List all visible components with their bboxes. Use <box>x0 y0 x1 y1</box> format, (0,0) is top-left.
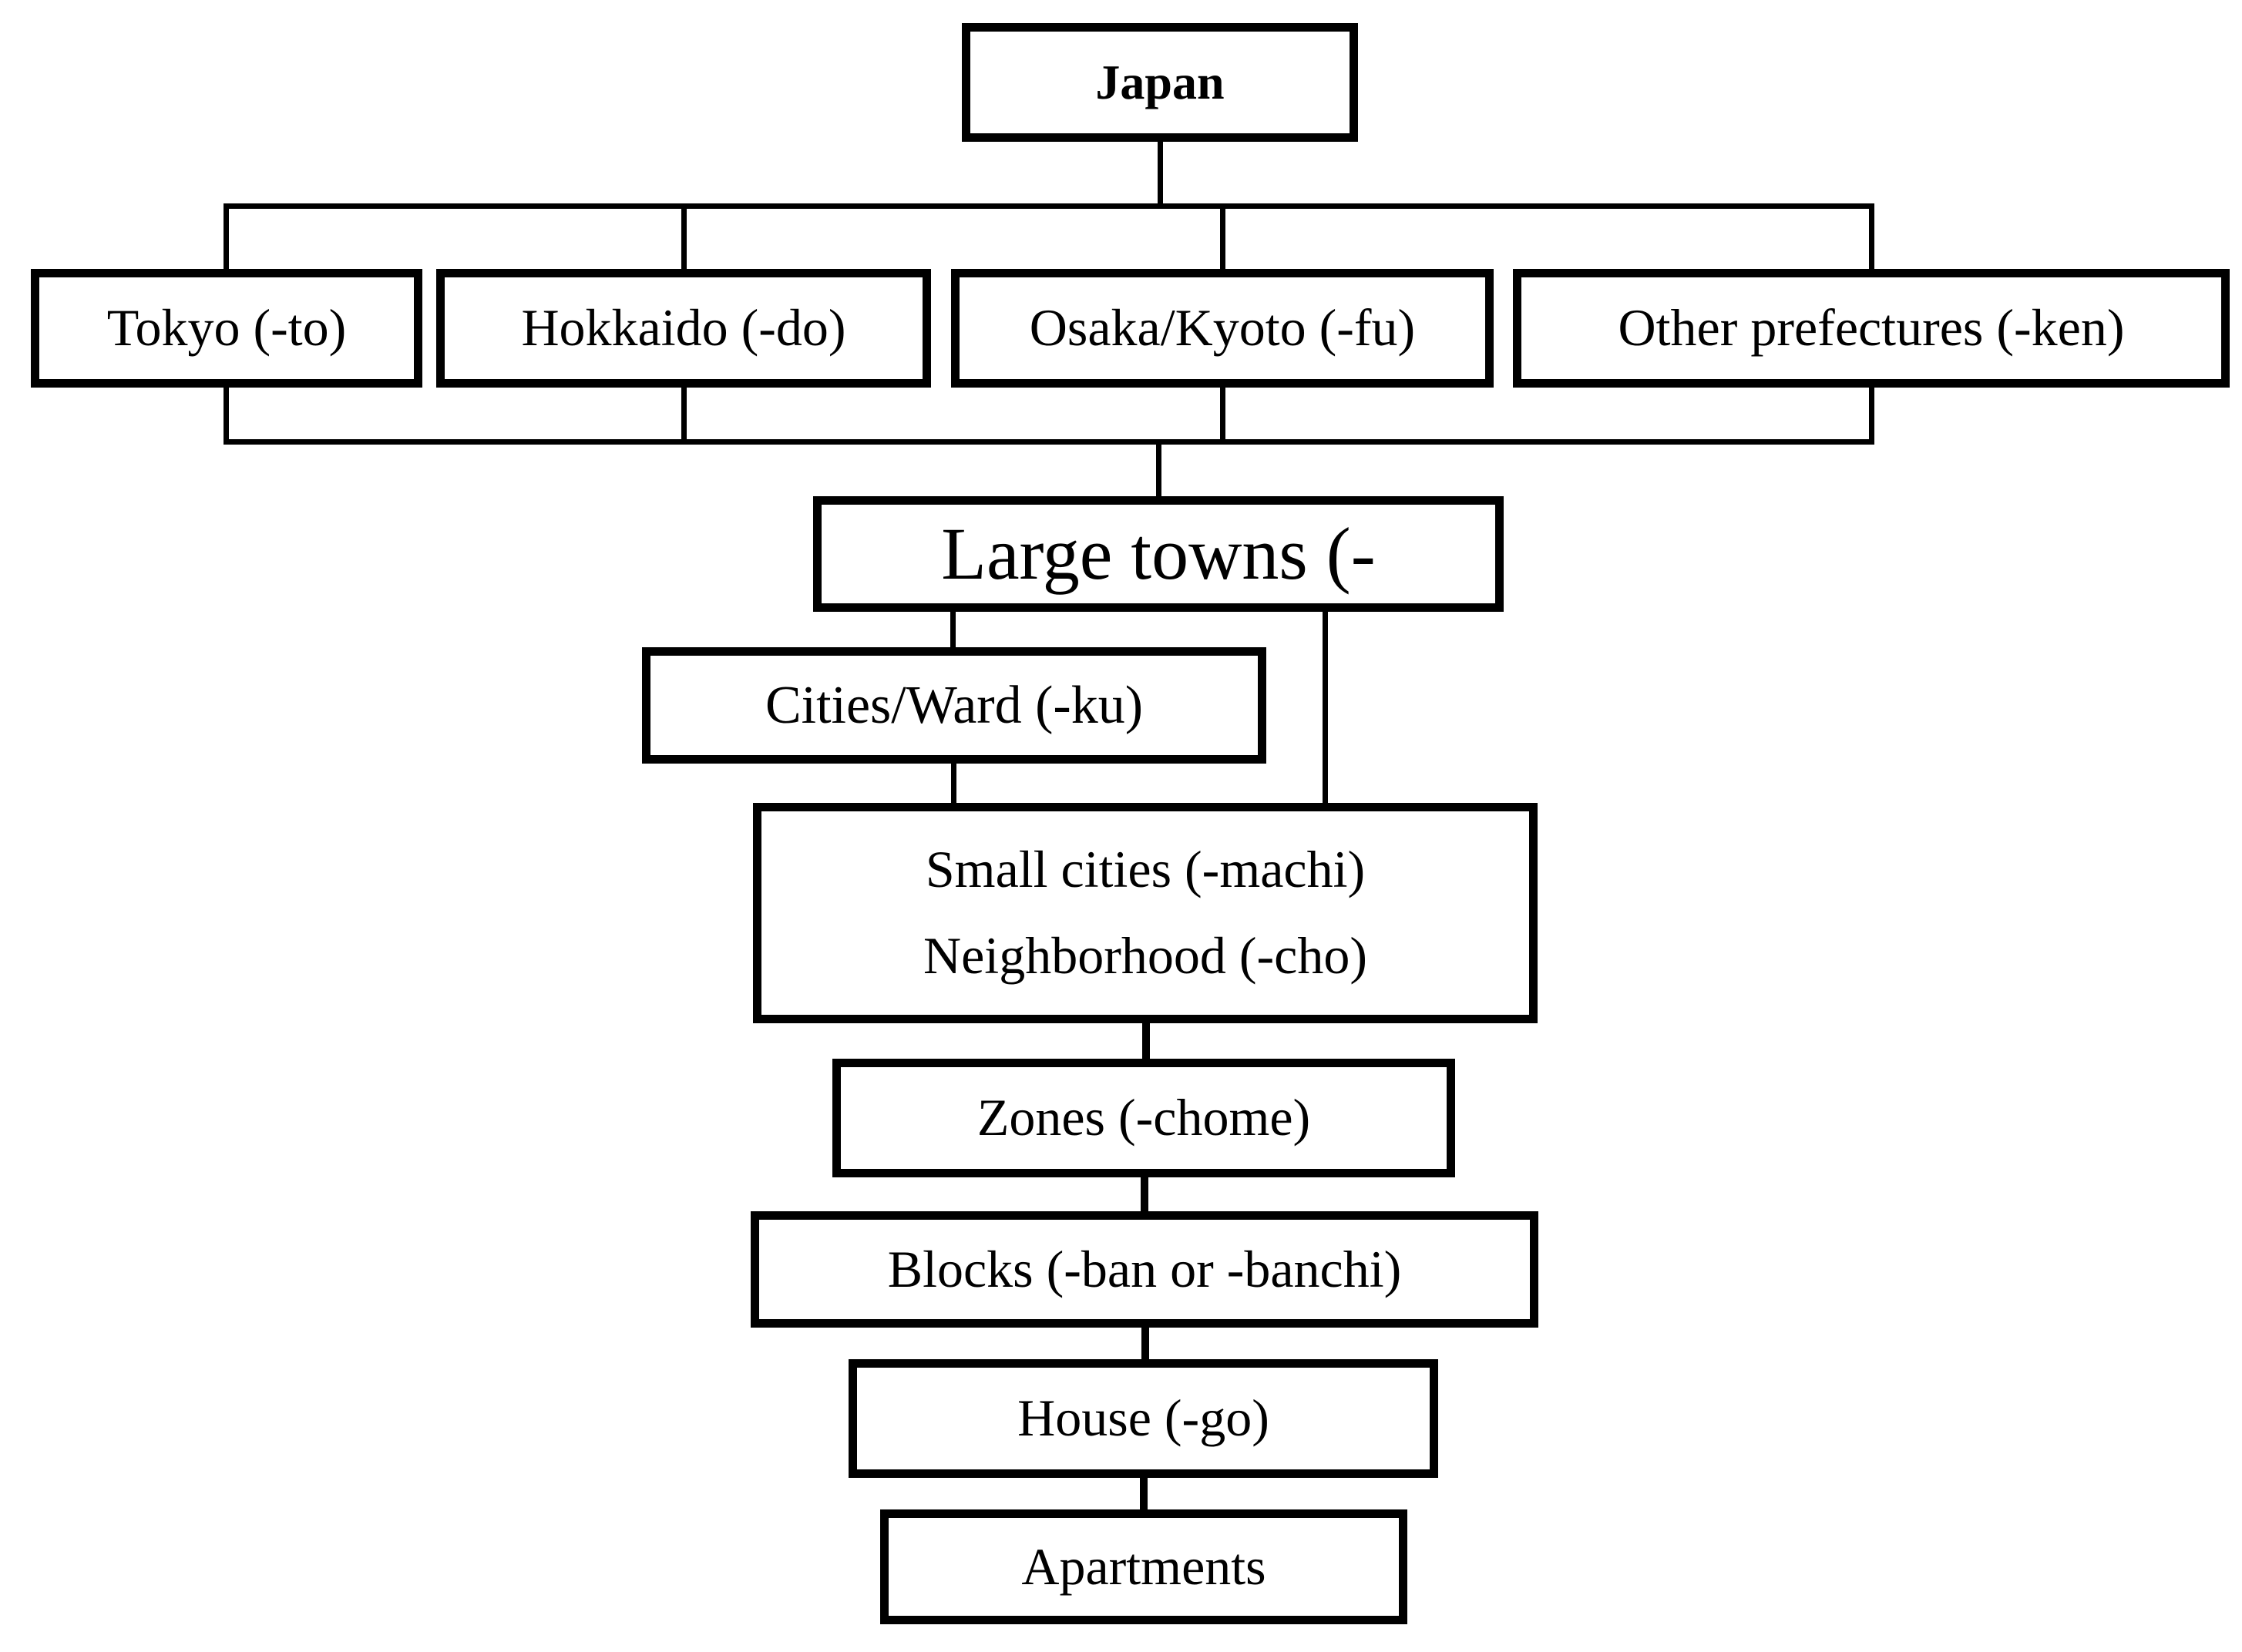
connector-tokyo-to-bottom-bus <box>224 384 229 444</box>
node-japan: Japan <box>962 23 1358 142</box>
connector-blocks-to-house <box>1141 1323 1149 1362</box>
node-hokkaido-label: Hokkaido (-do) <box>521 298 846 358</box>
node-cities-ward: Cities/Ward (-ku) <box>642 647 1266 764</box>
connector-house-to-apartments <box>1140 1473 1148 1513</box>
connector-cities-ward-to-small-cities <box>951 760 956 806</box>
node-cities-ward-label: Cities/Ward (-ku) <box>765 675 1144 735</box>
connector-bus-to-other-prefectures <box>1869 205 1874 273</box>
node-other-prefectures-label: Other prefectures (-ken) <box>1618 298 2125 358</box>
node-japan-label: Japan <box>1095 55 1225 110</box>
connector-bus-to-large-towns <box>1156 442 1161 499</box>
node-house: House (-go) <box>849 1359 1438 1478</box>
connector-bus-to-hokkaido <box>681 205 687 273</box>
node-apartments-label: Apartments <box>1021 1536 1266 1596</box>
connector-large-towns-to-cities-ward <box>950 609 956 652</box>
node-osaka-kyoto-label: Osaka/Kyoto (-fu) <box>1029 298 1416 358</box>
node-other-prefectures: Other prefectures (-ken) <box>1513 269 2230 388</box>
node-tokyo: Tokyo (-to) <box>31 269 422 388</box>
node-tokyo-label: Tokyo (-to) <box>106 298 347 358</box>
connector-japan-to-bus <box>1158 139 1163 208</box>
connector-small-cities-to-zones <box>1142 1019 1150 1062</box>
node-apartments: Apartments <box>880 1509 1407 1624</box>
node-zones-label: Zones (-chome) <box>976 1088 1311 1147</box>
node-house-label: House (-go) <box>1017 1388 1269 1448</box>
node-neighborhood-label: Neighborhood (-cho) <box>923 926 1367 985</box>
node-zones: Zones (-chome) <box>832 1059 1455 1177</box>
connector-top-bus <box>224 203 1874 209</box>
connector-bottom-bus <box>224 439 1874 445</box>
connector-hokkaido-to-bottom-bus <box>681 384 687 444</box>
node-large-towns: Large towns (- <box>813 496 1504 612</box>
connector-bus-to-tokyo <box>224 205 229 273</box>
node-blocks: Blocks (-ban or -banchi) <box>751 1211 1538 1328</box>
connector-other-prefectures-to-bottom-bus <box>1869 384 1874 444</box>
connector-large-towns-to-small-cities <box>1323 609 1328 806</box>
connector-zones-to-blocks <box>1141 1173 1148 1214</box>
node-small-cities-neighborhood: Small cities (-machi) Neighborhood (-cho… <box>753 803 1538 1023</box>
node-large-towns-label: Large towns (- <box>941 512 1376 595</box>
node-osaka-kyoto: Osaka/Kyoto (-fu) <box>951 269 1494 388</box>
node-hokkaido: Hokkaido (-do) <box>436 269 931 388</box>
node-small-cities-label: Small cities (-machi) <box>925 840 1366 899</box>
connector-bus-to-osaka <box>1220 205 1225 273</box>
node-blocks-label: Blocks (-ban or -banchi) <box>887 1239 1402 1298</box>
connector-osaka-to-bottom-bus <box>1220 384 1225 444</box>
